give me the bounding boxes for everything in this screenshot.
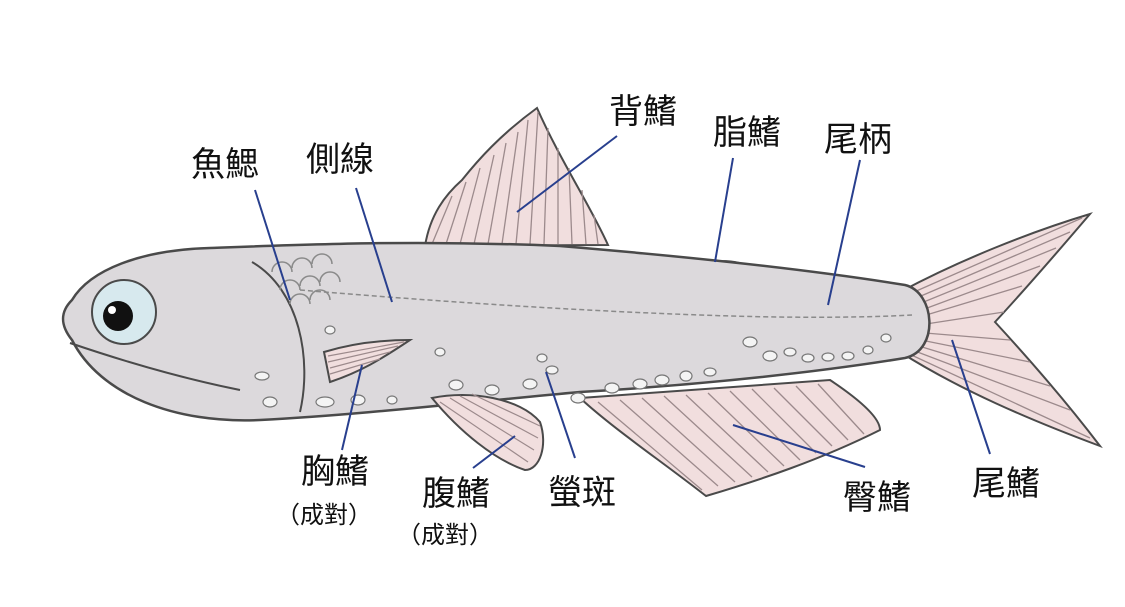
- anal-fin: [577, 378, 882, 498]
- label-adipose-fin: 脂鰭: [713, 113, 781, 153]
- pectoral-fin: [322, 338, 414, 384]
- label-pelvic-fin-note: （成對）: [397, 521, 493, 549]
- leader-caudal-fin: [951, 339, 991, 455]
- label-gill: 魚鰓: [191, 145, 259, 185]
- leader-caudal-peduncle: [827, 159, 861, 306]
- eye: [91, 279, 157, 345]
- leader-lateral-line: [355, 187, 393, 303]
- pelvic-fin: [430, 393, 545, 472]
- leader-lines: [254, 135, 991, 469]
- scales: [271, 253, 341, 305]
- label-anal-fin: 臀鰭: [843, 478, 911, 518]
- gill-cover-line: [251, 261, 306, 413]
- label-lateral-line: 側線: [306, 140, 374, 180]
- label-dorsal-fin: 背鰭: [609, 92, 677, 132]
- leader-anal-fin: [732, 424, 866, 468]
- photophores: [254, 325, 892, 408]
- label-pectoral-fin-note: （成對）: [276, 501, 372, 529]
- leader-photophores: [545, 371, 576, 459]
- leader-gill: [254, 189, 291, 301]
- leader-dorsal-fin: [516, 135, 618, 213]
- label-caudal-peduncle: 尾柄: [824, 120, 892, 160]
- label-photophores: 螢斑: [548, 473, 616, 513]
- caudal-fin: [899, 212, 1103, 449]
- dorsal-fin: [423, 106, 610, 248]
- lateral-line: [299, 289, 913, 318]
- leader-adipose-fin: [714, 157, 734, 263]
- mouth-line: [69, 342, 241, 391]
- leader-pectoral-fin: [341, 364, 363, 451]
- label-pectoral-fin: 胸鰭: [301, 452, 369, 492]
- label-caudal-fin: 尾鰭: [972, 464, 1040, 504]
- leader-pelvic-fin: [472, 435, 516, 469]
- label-pelvic-fin: 腹鰭: [422, 474, 490, 514]
